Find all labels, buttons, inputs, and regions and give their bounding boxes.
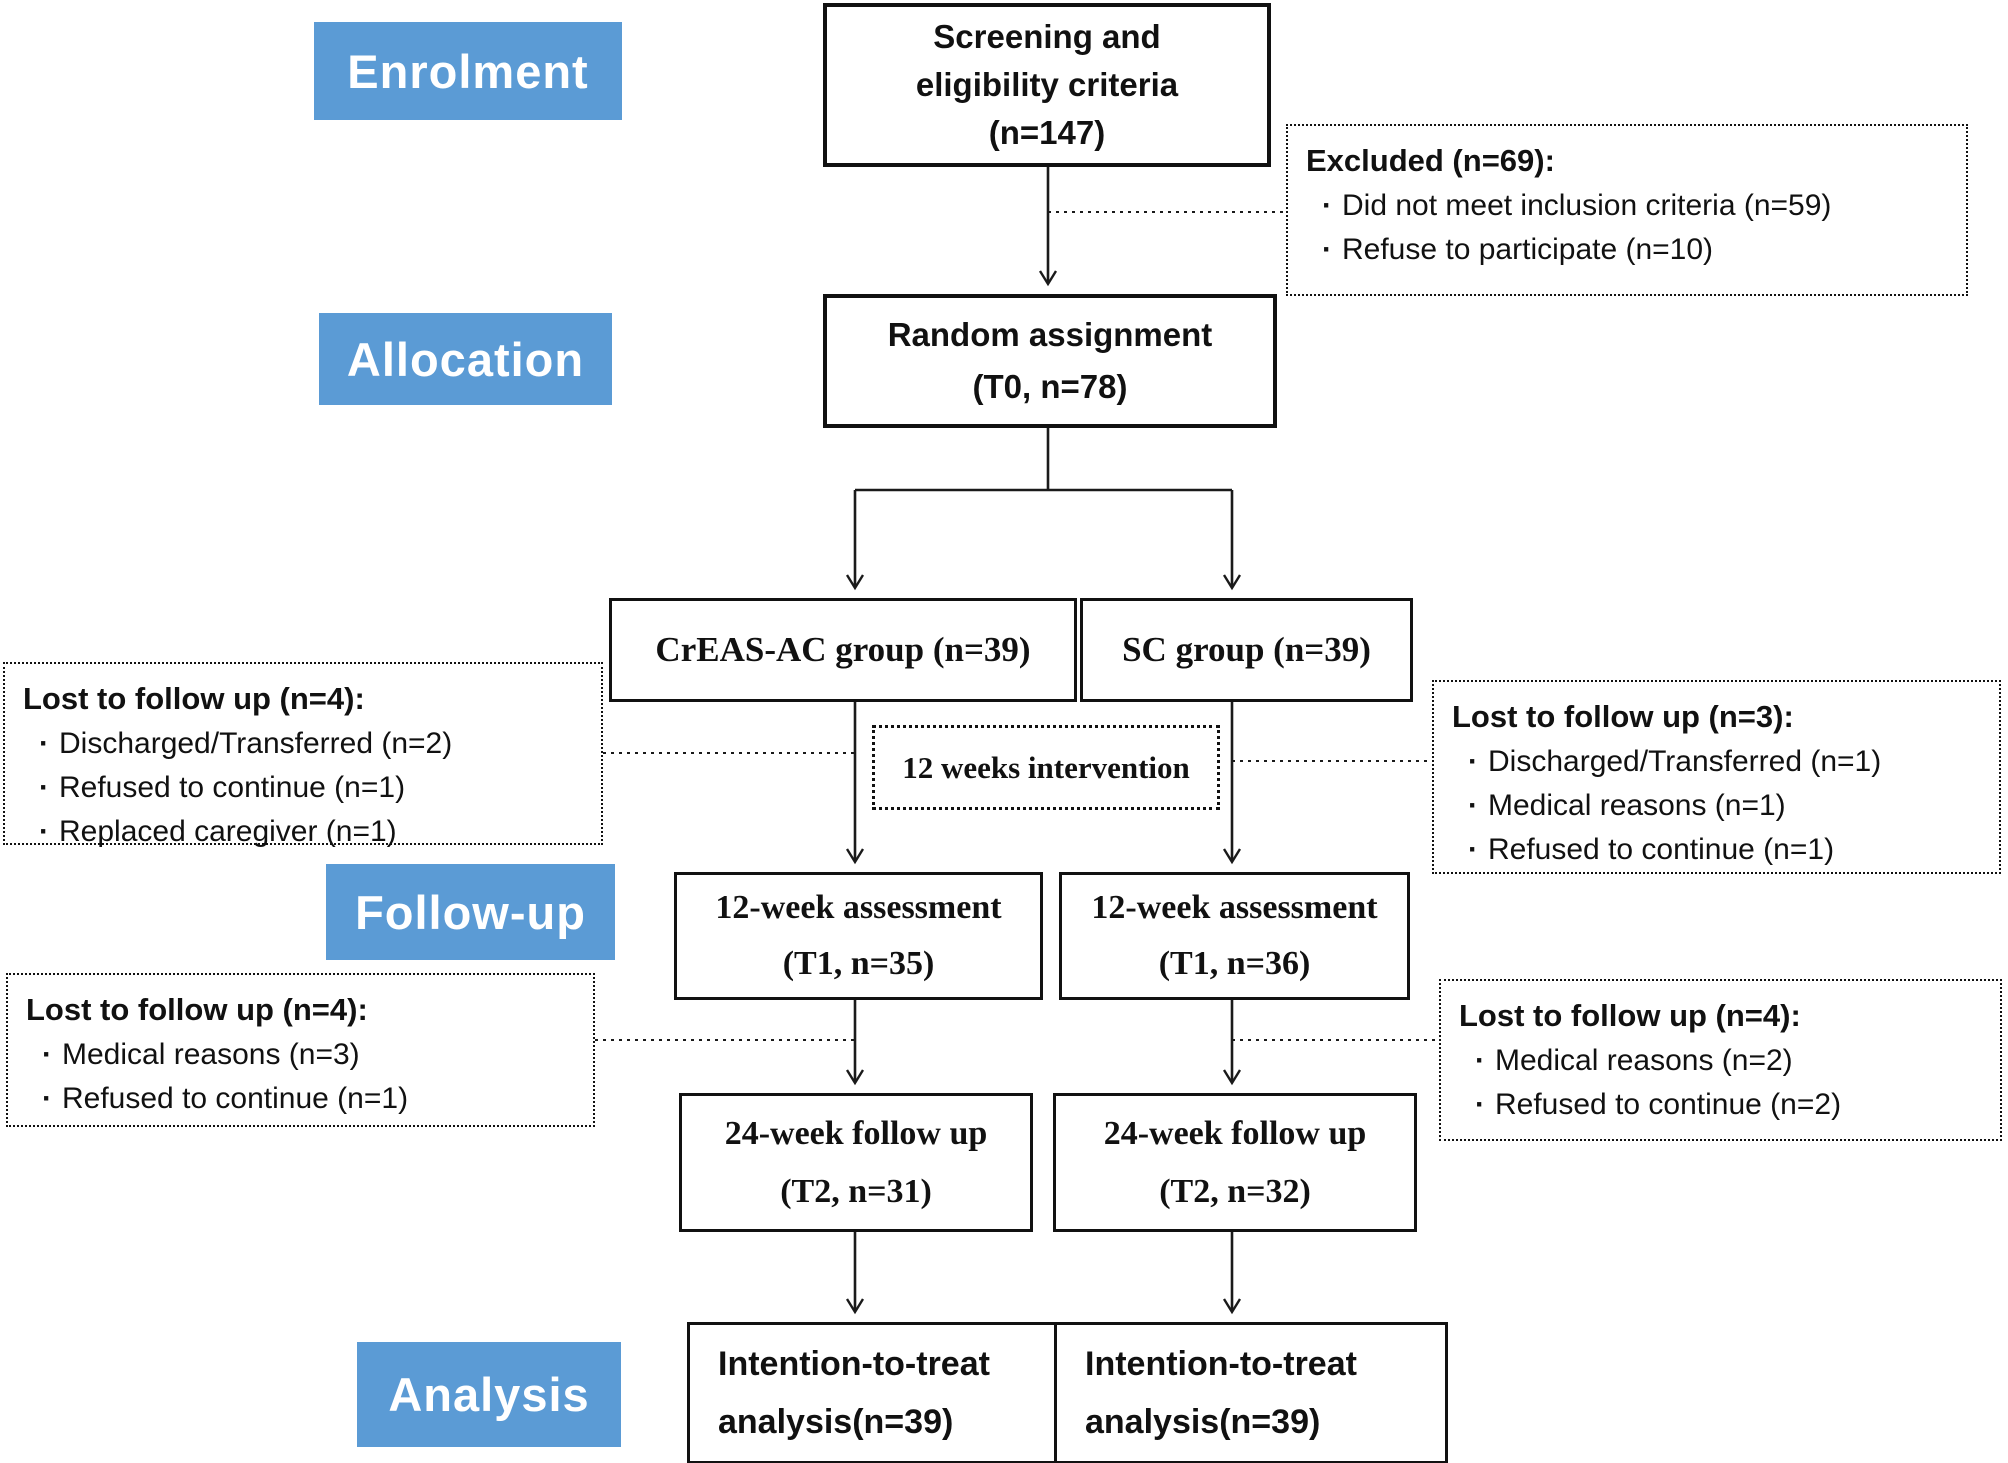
lost-left-1-title: Lost to follow up (n=4): [23,681,365,716]
itt-right-box: Intention-to-treat analysis(n=39) [1054,1322,1448,1463]
screening-box: Screening and eligibility criteria (n=14… [823,3,1271,167]
assessment-right-line-1: 12-week assessment [1091,889,1378,926]
week24-right-line-2: (T2, n=32) [1159,1172,1311,1210]
creas-group-label: CrEAS-AC group (n=39) [655,630,1031,669]
lost-left-1-box: Lost to follow up (n=4): Discharged/Tran… [3,662,603,854]
stage-label-followup: Follow-up [326,864,615,960]
assessment-left-line-2: (T1, n=35) [782,945,935,982]
lost-right-2-title: Lost to follow up (n=4): [1459,998,1801,1033]
week24-right-box: 24-week follow up (T2, n=32) [1053,1093,1417,1232]
lost-right-1-item: Discharged/Transferred (n=1) [1452,740,1989,784]
lost-left-1-item: Refused to continue (n=1) [23,766,591,810]
assessment-right-box: 12-week assessment (T1, n=36) [1059,872,1410,1000]
lost-left-1-item: Discharged/Transferred (n=2) [23,722,591,766]
excluded-item: Refuse to participate (n=10) [1306,228,1956,272]
lost-right-1-box: Lost to follow up (n=3): Discharged/Tran… [1432,680,2001,874]
itt-right-line-1: Intention-to-treat [1085,1345,1357,1383]
lost-right-1-item: Refused to continue (n=1) [1452,828,1989,872]
lost-right-1-title: Lost to follow up (n=3): [1452,699,1794,734]
random-line-1: Random assignment [887,316,1213,353]
assessment-left-line-1: 12-week assessment [715,889,1002,926]
creas-group-box: CrEAS-AC group (n=39) [609,598,1077,702]
screening-line-1: Screening and [933,18,1161,55]
assessment-left-box: 12-week assessment (T1, n=35) [674,872,1043,1000]
itt-left-line-2: analysis(n=39) [718,1403,954,1441]
lost-left-2-box: Lost to follow up (n=4): Medical reasons… [6,973,595,1127]
lost-left-1-item: Replaced caregiver (n=1) [23,810,591,854]
sc-group-box: SC group (n=39) [1080,598,1413,702]
lost-left-2-item: Medical reasons (n=3) [26,1033,583,1077]
week24-left-line-1: 24-week follow up [724,1114,988,1152]
sc-group-label: SC group (n=39) [1122,630,1371,669]
screening-line-3: (n=147) [988,114,1106,151]
intervention-label: 12 weeks intervention [902,749,1190,785]
lost-right-2-item: Refused to continue (n=2) [1459,1083,1990,1127]
random-assignment-box: Random assignment (T0, n=78) [823,294,1277,428]
excluded-box: Excluded (n=69): Did not meet inclusion … [1286,124,1968,296]
random-line-2: (T0, n=78) [972,368,1128,405]
lost-right-1-item: Medical reasons (n=1) [1452,784,1989,828]
stage-label-enrolment-text: Enrolment [347,44,589,98]
intervention-box: 12 weeks intervention [872,725,1220,810]
week24-right-line-1: 24-week follow up [1103,1114,1367,1152]
excluded-title: Excluded (n=69): [1306,143,1555,178]
lost-right-2-box: Lost to follow up (n=4): Medical reasons… [1439,979,2002,1141]
assessment-right-line-2: (T1, n=36) [1158,945,1311,982]
stage-label-followup-text: Follow-up [355,885,586,939]
lost-left-2-title: Lost to follow up (n=4): [26,992,368,1027]
itt-left-box: Intention-to-treat analysis(n=39) [687,1322,1073,1463]
stage-label-enrolment: Enrolment [314,22,622,120]
screening-line-2: eligibility criteria [915,66,1179,103]
stage-label-allocation: Allocation [319,313,612,405]
itt-right-line-2: analysis(n=39) [1085,1403,1321,1441]
itt-left-line-1: Intention-to-treat [718,1345,990,1383]
stage-label-analysis-text: Analysis [388,1368,590,1421]
stage-label-analysis: Analysis [357,1342,621,1447]
week24-left-box: 24-week follow up (T2, n=31) [679,1093,1033,1232]
week24-left-line-2: (T2, n=31) [780,1172,932,1210]
lost-right-2-item: Medical reasons (n=2) [1459,1039,1990,1083]
stage-label-allocation-text: Allocation [346,332,585,386]
lost-left-2-item: Refused to continue (n=1) [26,1077,583,1121]
excluded-item: Did not meet inclusion criteria (n=59) [1306,184,1956,228]
